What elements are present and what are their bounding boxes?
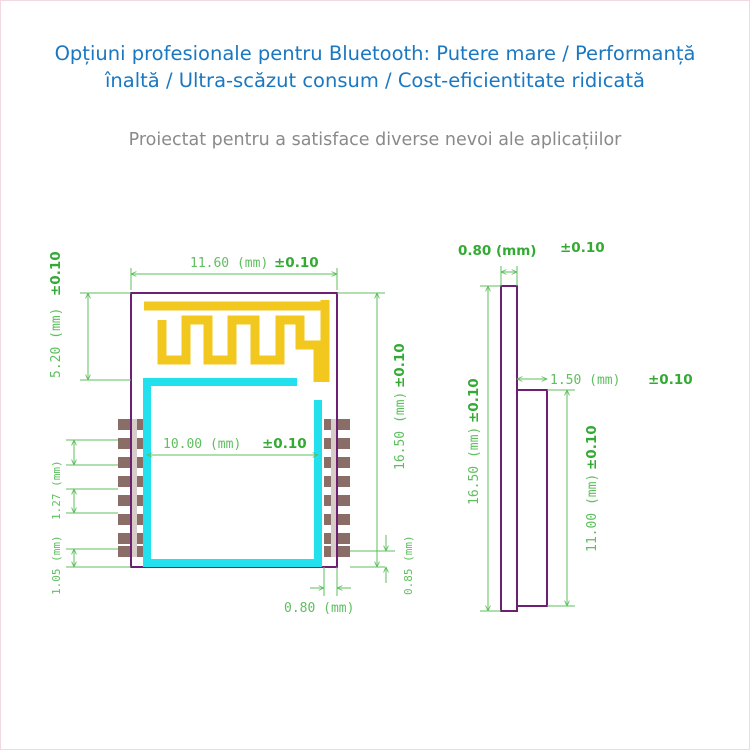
width-dimension: 11.60 (mm) — [190, 256, 268, 271]
pcb-antenna — [144, 301, 330, 382]
left-pad-caps — [131, 419, 137, 557]
shield-side-outline — [516, 389, 548, 607]
height-tolerance: ±0.10 — [392, 343, 408, 388]
front-view: 11.60 (mm) ±0.10 5.20 (mm) ±0.10 16.50 (… — [48, 251, 415, 616]
side-height-tolerance: ±0.10 — [466, 378, 482, 423]
right-pad-caps — [331, 419, 337, 557]
shield-height-tolerance: ±0.10 — [648, 372, 693, 388]
antenna-height-dimension: 5.20 (mm) — [49, 308, 64, 378]
width-tolerance: ±0.10 — [274, 255, 319, 271]
bottom-offset-dimension: 0.85 (mm) — [402, 535, 415, 595]
pad-width-lines — [310, 567, 351, 596]
side-height-dimension: 16.50 (mm) — [467, 427, 482, 505]
pad-width-dimension: 0.80 (mm) — [284, 601, 354, 616]
shield-height-dimension: 1.50 (mm) — [550, 373, 620, 388]
thickness-dimension: 0.80 (mm) — [458, 243, 536, 259]
title-line-1: Opțiuni profesionale pentru Bluetooth: P… — [54, 42, 696, 65]
first-pad-dimension: 1.05 (mm) — [50, 535, 63, 595]
height-dimension: 16.50 (mm) — [393, 392, 408, 470]
shield-can — [143, 378, 322, 567]
shield-length-dimension: 11.00 (mm) — [585, 474, 600, 552]
shield-length-tolerance: ±0.10 — [584, 425, 600, 470]
thickness-tolerance: ±0.10 — [560, 240, 605, 256]
shield-width-dimension: 10.00 (mm) — [163, 437, 241, 452]
pitch-lines — [66, 440, 131, 567]
pitch-dimension: 1.27 (mm) — [50, 460, 63, 520]
bottom-offset-lines — [350, 535, 395, 583]
shield-width-tolerance: ±0.10 — [262, 436, 307, 452]
page-title: Opțiuni profesionale pentru Bluetooth: P… — [0, 40, 750, 94]
antenna-height-tolerance: ±0.10 — [48, 251, 64, 296]
page-subtitle: Proiectat pentru a satisface diverse nev… — [128, 130, 622, 150]
title-line-2: înaltă / Ultra-scăzut consum / Cost-efic… — [105, 69, 645, 92]
side-view: 0.80 (mm) ±0.10 16.50 (mm) ±0.10 1.50 (m… — [458, 240, 693, 612]
pcb-side-outline — [500, 285, 518, 612]
